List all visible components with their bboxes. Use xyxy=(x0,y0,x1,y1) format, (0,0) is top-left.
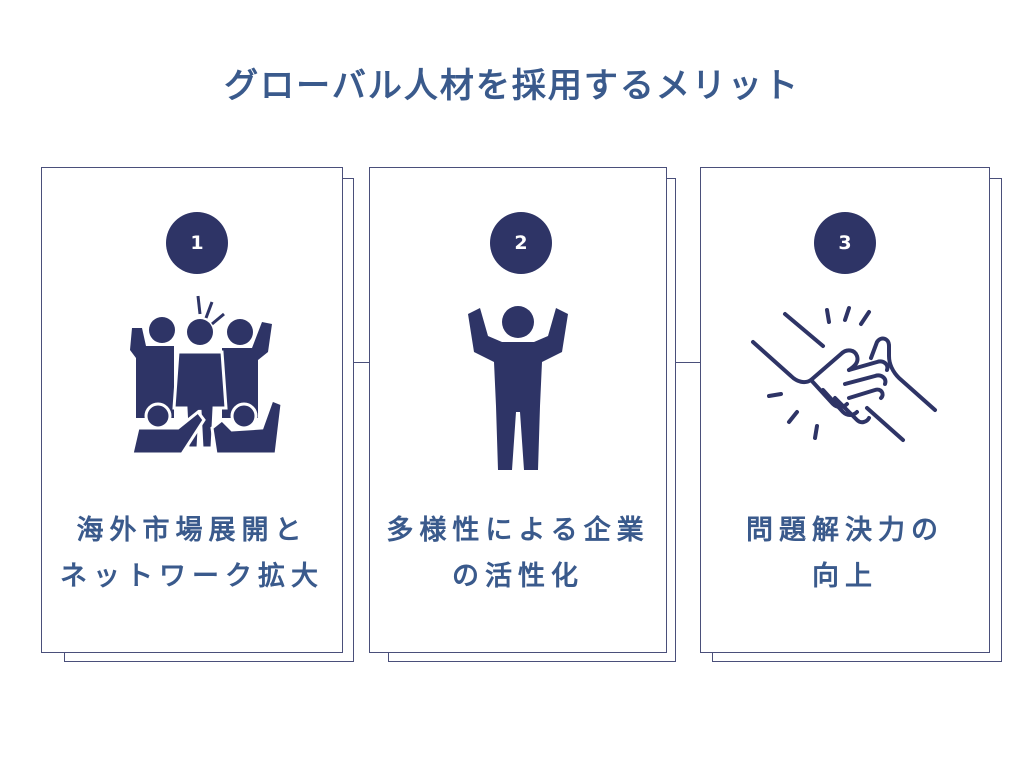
cheering-crowd-icon xyxy=(130,295,282,456)
merit-label-1-line1: 海外市場展開と xyxy=(76,515,308,546)
connector-line-2-3 xyxy=(666,362,700,363)
merit-label-3-line1: 問題解決力の xyxy=(746,515,944,546)
merit-label-3-line2: 向上 xyxy=(812,561,878,592)
merit-label-1-line2: ネットワーク拡大 xyxy=(60,561,324,592)
strong-person-icon xyxy=(468,306,568,470)
merit-label-3: 問題解決力の 向上 xyxy=(701,508,989,600)
step-badge-3: 3 xyxy=(814,212,876,274)
connector-line-1-2 xyxy=(342,362,370,363)
merit-card-3: 3 問題解決力の 向上 xyxy=(700,167,990,653)
merit-label-2-line2: の活性化 xyxy=(452,561,584,592)
merit-card-2: 2 多様性による企業 の活性化 xyxy=(369,167,667,653)
handshake-icon xyxy=(751,306,937,442)
merit-label-2-line1: 多様性による企業 xyxy=(386,515,650,546)
merit-label-2: 多様性による企業 の活性化 xyxy=(370,508,666,600)
step-badge-2: 2 xyxy=(490,212,552,274)
page-title: グローバル人材を採用するメリット xyxy=(224,66,800,106)
merit-label-1: 海外市場展開と ネットワーク拡大 xyxy=(42,508,342,600)
merit-card-1: 1 海外市場展開と ネットワーク拡大 xyxy=(41,167,343,653)
step-badge-1: 1 xyxy=(166,212,228,274)
